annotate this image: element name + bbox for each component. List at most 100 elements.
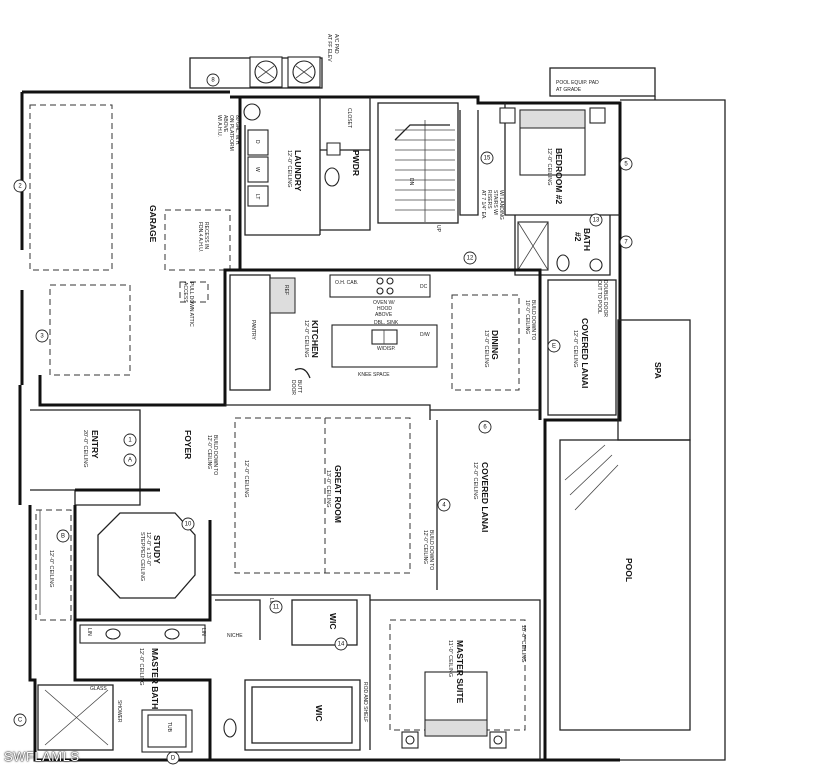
svg-text:12'-0" CEILING: 12'-0" CEILING [286, 150, 292, 188]
svg-text:FDN.4 A.H.U.: FDN.4 A.H.U. [197, 222, 203, 252]
marker-d: D [166, 751, 180, 765]
svg-text:15: 15 [484, 156, 491, 162]
foyer-label: FOYER [183, 430, 193, 459]
svg-text:D: D [254, 140, 260, 144]
laundry-walls [244, 97, 321, 236]
island-sink-icon [371, 329, 398, 345]
svg-text:80 GAL. W.H.: 80 GAL. W.H. [234, 115, 240, 146]
bath2-walls [514, 215, 611, 276]
svg-text:13'-0" CEILING: 13'-0" CEILING [325, 470, 331, 508]
svg-text:STAIRS W/: STAIRS W/ [492, 190, 498, 216]
svg-text:3: 3 [40, 334, 44, 340]
svg-text:OVEN W/: OVEN W/ [373, 300, 395, 306]
svg-text:RECESS IN: RECESS IN [203, 222, 209, 249]
bath2-label: BATH [582, 228, 592, 251]
master-toilet-icon [223, 718, 237, 738]
master-bath-walls [73, 620, 212, 760]
svg-text:12'-0" CEILING: 12'-0" CEILING [206, 435, 212, 469]
bed2-nightstand-2 [589, 107, 606, 124]
wic1-outline [291, 599, 358, 646]
svg-text:DN: DN [408, 178, 414, 186]
svg-text:10: 10 [185, 522, 192, 528]
svg-text:12'-0" CEILING: 12'-0" CEILING [138, 648, 144, 686]
study-walls [73, 488, 212, 622]
marker-c: C [13, 713, 27, 727]
svg-text:12'-0" CEILING: 12'-0" CEILING [243, 460, 249, 498]
cooktop-icon [376, 277, 394, 295]
pantry [229, 274, 271, 391]
marker-13: 13 [589, 213, 603, 227]
dryer-icon [247, 129, 269, 156]
lanai-wall [543, 270, 622, 760]
marker-a: A [123, 453, 137, 467]
marker-7: 7 [619, 235, 633, 249]
covered-lanai-label: COVERED LANAI [480, 462, 490, 532]
svg-text:CLOSET: CLOSET [346, 108, 352, 128]
svg-text:RISERS: RISERS [486, 190, 492, 209]
kitchen-label: KITCHEN [310, 320, 320, 358]
pool-equip-label-1: POOL EQUIP. PAD [556, 80, 599, 86]
marker-12: 12 [463, 251, 477, 265]
kitchen-north-wall [225, 268, 542, 420]
svg-text:DBL. SINK: DBL. SINK [374, 320, 399, 326]
svg-text:AT 7 1/4" EA.: AT 7 1/4" EA. [480, 190, 486, 220]
master-sink-icon-1 [105, 628, 121, 640]
svg-text:PULL DOWN ATTIC: PULL DOWN ATTIC [188, 282, 194, 327]
spa-label: SPA [653, 362, 663, 379]
svg-text:13: 13 [593, 218, 600, 224]
svg-text:ACCESS: ACCESS [182, 282, 188, 303]
svg-text:#2: #2 [573, 232, 583, 242]
svg-text:LIN: LIN [86, 628, 92, 636]
garage-car-bay-2 [49, 284, 131, 376]
wic-zone-walls [210, 594, 371, 750]
svg-text:BUTT: BUTT [296, 380, 302, 393]
wic2-label: WIC [314, 705, 324, 722]
svg-text:REF: REF [283, 285, 289, 295]
marker-6: 6 [478, 420, 492, 434]
svg-text:13'-0" CEILING: 13'-0" CEILING [483, 330, 489, 368]
master-vanity [79, 624, 206, 644]
marker-1: 1 [123, 433, 137, 447]
stair-treads [395, 120, 455, 222]
pool-equip-pad [549, 67, 656, 97]
svg-text:OUT TO POOL: OUT TO POOL [596, 280, 602, 314]
wic2-outline [244, 679, 361, 751]
garage-recess [164, 209, 231, 271]
svg-text:NICHE: NICHE [227, 633, 243, 639]
svg-text:4: 4 [442, 503, 446, 509]
exterior-walls [18, 90, 622, 762]
svg-text:12'-0" CEILING: 12'-0" CEILING [546, 148, 552, 186]
svg-text:TUB: TUB [166, 722, 172, 733]
svg-text:LIN: LIN [268, 598, 274, 606]
svg-text:11: 11 [273, 605, 280, 611]
svg-text:6: 6 [483, 425, 487, 431]
svg-text:12'-0" CEILING: 12'-0" CEILING [48, 550, 54, 588]
bath2-toilet-icon [556, 254, 570, 272]
study-window-bay [35, 509, 72, 621]
master-shower [37, 684, 114, 751]
svg-text:12'-0" CEILING: 12'-0" CEILING [422, 530, 428, 564]
svg-text:12'-0" CEILING: 12'-0" CEILING [572, 330, 578, 368]
great-room-soffit [234, 417, 411, 574]
bedroom2-label: BEDROOM #2 [554, 148, 564, 204]
svg-text:BUILD DOWN TO: BUILD DOWN TO [530, 300, 536, 340]
covered-lanai-top-label: COVERED LANAI [580, 318, 590, 388]
svg-text:STEPPED CEILING: STEPPED CEILING [139, 532, 145, 581]
pool-equip-label-2: AT GRADE [556, 87, 582, 93]
svg-text:14: 14 [338, 642, 345, 648]
ac-pad-label-2: AT FF ELEV [326, 34, 332, 62]
pool-label: POOL [624, 558, 634, 582]
svg-text:DOUBLE DOOR: DOUBLE DOOR [602, 280, 608, 317]
marker-14: 14 [334, 637, 348, 651]
bedroom2-walls [504, 103, 620, 216]
svg-text:ON PLATFORM: ON PLATFORM [228, 115, 234, 151]
oven-counter [329, 274, 431, 298]
svg-text:12: 12 [467, 256, 474, 262]
refrigerator [269, 277, 296, 314]
svg-text:O.H. CAB.: O.H. CAB. [335, 280, 358, 286]
spa [617, 319, 691, 441]
svg-text:ABOVE: ABOVE [222, 115, 228, 133]
great-room-label: GREAT ROOM [333, 465, 343, 523]
master-bath-label: MASTER BATH [150, 648, 160, 709]
svg-text:12'-0" CEILING: 12'-0" CEILING [472, 462, 478, 500]
